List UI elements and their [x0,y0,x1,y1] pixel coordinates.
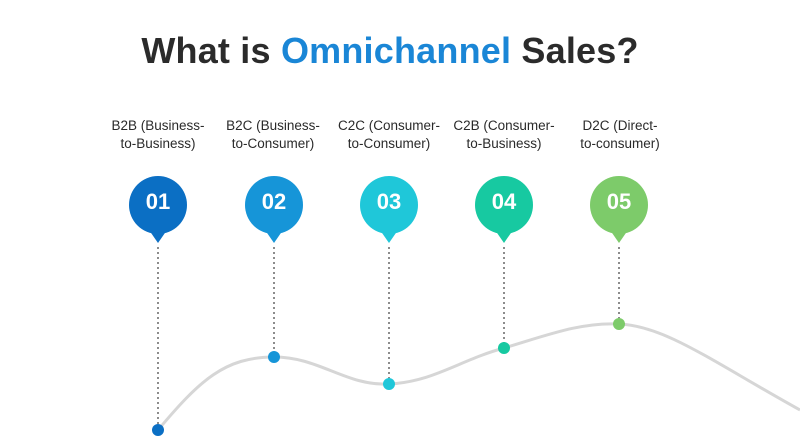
curve-dot-2 [268,351,280,363]
step-label-2: B2C (Business- to-Consumer) [208,117,338,153]
step-label-4: C2B (Consumer- to-Business) [439,117,569,153]
step-label-1: B2B (Business- to-Business) [93,117,223,153]
pin-4 [475,176,533,243]
pin-4-tip [495,230,513,243]
curve-dot-3 [383,378,395,390]
step-label-3-line1: C2C (Consumer- [337,118,441,133]
pin-2-bubble [245,176,303,234]
pin-1 [129,176,187,243]
title-suffix: Sales? [511,30,639,71]
page-title: What is Omnichannel Sales? [0,30,780,72]
step-label-2-line1: B2C (Business- [226,118,320,133]
step-label-1-line1: B2B (Business- [111,118,205,133]
pin-1-bubble [129,176,187,234]
curve-dot-5 [613,318,625,330]
step-label-4-line2: to-Business) [466,136,542,151]
pin-2 [245,176,303,243]
step-label-2-line2: to-Consumer) [231,136,315,151]
step-label-1-line2: to-Business) [120,136,196,151]
step-label-5-line2: to-consumer) [580,136,660,151]
trend-curve [156,322,800,431]
pin-4-bubble [475,176,533,234]
title-prefix: What is [141,30,281,71]
pin-2-tip [265,230,283,243]
pin-5 [590,176,648,243]
pin-3-tip [380,230,398,243]
pin-3 [360,176,418,243]
step-label-5: D2C (Direct- to-consumer) [555,117,685,153]
step-label-5-line1: D2C (Direct- [582,118,658,133]
curve-dot-4 [498,342,510,354]
title-highlight: Omnichannel [280,30,512,71]
pin-5-bubble [590,176,648,234]
step-label-3: C2C (Consumer- to-Consumer) [324,117,454,153]
step-label-3-line2: to-Consumer) [347,136,431,151]
curve-dot-1 [152,424,164,436]
pin-5-tip [610,230,628,243]
pin-1-tip [149,230,167,243]
pin-3-bubble [360,176,418,234]
step-label-4-line1: C2B (Consumer- [453,118,555,133]
